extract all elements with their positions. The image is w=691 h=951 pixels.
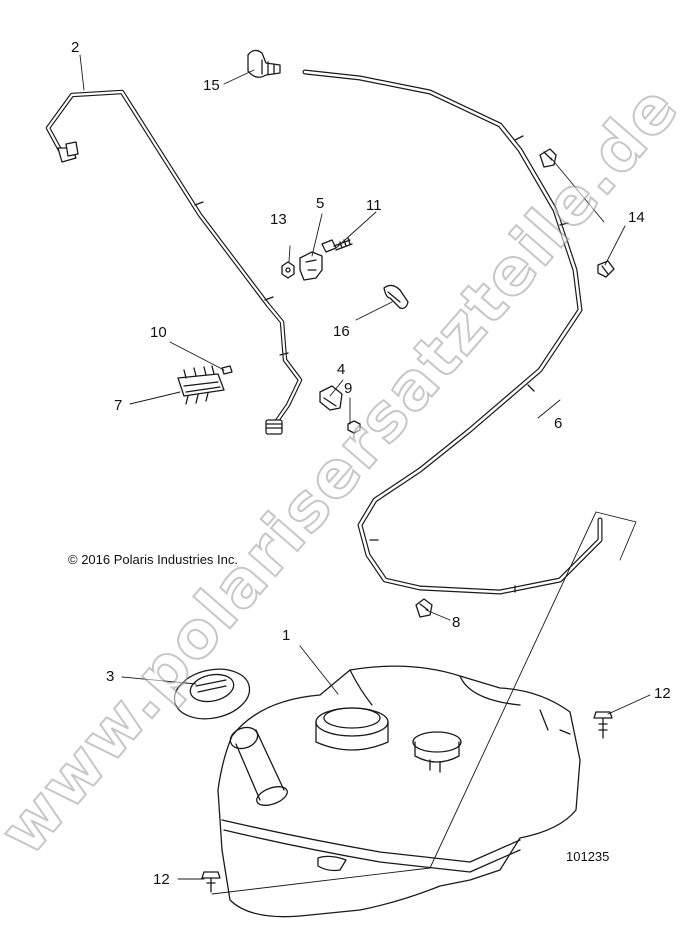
screw-part-12-lower [201,871,221,893]
retainer-part-7 [177,365,225,405]
callout-8: 8 [452,614,461,631]
nut-part-13 [281,261,295,279]
callout-2: 2 [71,39,80,56]
callout-14: 14 [628,209,645,226]
callout-13: 13 [270,211,287,228]
callout-9: 9 [344,380,353,397]
hose-part-6 [302,69,603,595]
screw-part-10 [221,365,233,375]
nut-part-9 [347,420,361,434]
callout-1: 1 [282,627,291,644]
cap-part-3 [173,668,251,720]
callout-6: 6 [554,415,563,432]
callout-16: 16 [333,323,350,340]
clip-part-8 [415,598,433,618]
callout-7: 7 [114,397,123,414]
bolt-part-11 [321,237,353,253]
vent-tube-part-2 [45,89,303,435]
callout-12-lower: 12 [153,871,170,888]
callout-3: 3 [106,668,115,685]
leader-lines [79,54,651,895]
callout-12-upper: 12 [654,685,671,702]
callout-10: 10 [150,324,167,341]
clip-part-16 [383,284,409,310]
screw-part-12-upper [593,711,613,739]
callout-15: 15 [203,77,220,94]
diagram-number: 101235 [566,849,610,864]
copyright-notice: © 2016 Polaris Industries Inc. [68,552,238,567]
callout-4: 4 [337,361,346,378]
fitting-part-15 [247,49,281,78]
callout-5: 5 [316,195,325,212]
callout-11: 11 [366,197,382,214]
clamp-part-5 [299,251,323,281]
clamp-part-4 [319,385,343,411]
clip-part-14a [539,148,557,168]
fuel-tank-part-1 [217,665,581,918]
